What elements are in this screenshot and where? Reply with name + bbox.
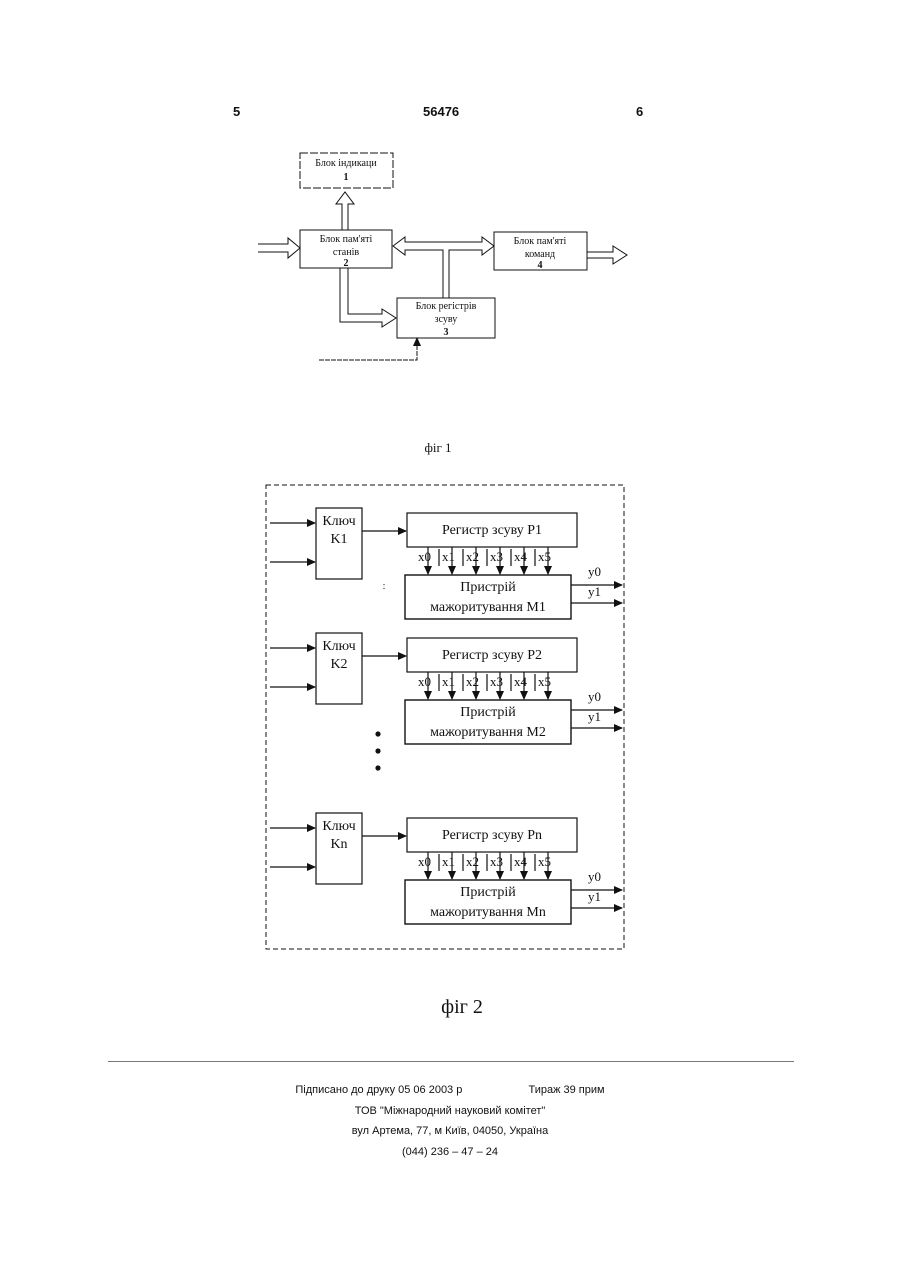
shift-register-label: Регистр зсуву P1 <box>442 523 542 538</box>
register-output-label: x2 <box>466 674 479 689</box>
footer-company: ТОВ "Міжнародний науковий комітет" <box>0 1105 900 1117</box>
key-id: K2 <box>330 657 347 672</box>
majority-output-label: y1 <box>588 889 601 904</box>
block-2-label: Блок пам'яті <box>320 234 373 245</box>
figure-2-caption: фіг 2 <box>441 996 483 1018</box>
bus-arrow-2-to-1 <box>336 192 354 230</box>
register-output-label: x5 <box>538 674 551 689</box>
majority-output-label: y0 <box>588 689 601 704</box>
figure-1-caption: фіг 1 <box>424 440 451 455</box>
majority-label: Пристрій <box>460 580 516 595</box>
ellipsis-dot <box>375 731 380 736</box>
figure-1 <box>258 153 627 360</box>
bus-arrow-2-4 <box>393 237 494 298</box>
figure-1-labels: Блок індикаци 1 Блок пам'яті станів 2 Бл… <box>315 158 566 338</box>
footer-line-1: Підписано до друку 05 06 2003 р Тираж 39… <box>0 1084 900 1096</box>
block-1-label: Блок індикаци <box>315 158 377 169</box>
register-output-label: x0 <box>418 854 431 869</box>
register-output-label: x3 <box>490 854 503 869</box>
majority-output-label: y0 <box>588 564 601 579</box>
footer-address: вул Артема, 77, м Київ, 04050, Україна <box>0 1125 900 1137</box>
block-2-number: 2 <box>344 258 349 269</box>
majority-output-label: y1 <box>588 584 601 599</box>
register-output-label: x2 <box>466 854 479 869</box>
bus-arrow-output-4 <box>587 246 627 264</box>
register-output-label: x1 <box>442 674 455 689</box>
input-line-3 <box>319 338 417 360</box>
register-output-label: x4 <box>514 549 528 564</box>
register-output-label: x5 <box>538 854 551 869</box>
block-4-label: Блок пам'яті <box>514 236 567 247</box>
key-id: Kn <box>330 837 347 852</box>
majority-id: мажоритування M2 <box>430 725 546 740</box>
bus-arrow-2-to-3 <box>340 268 396 327</box>
block-3-label: Блок регістрів <box>416 301 477 312</box>
register-output-label: x4 <box>514 854 528 869</box>
key-label: Ключ <box>322 639 355 654</box>
register-output-label: x1 <box>442 854 455 869</box>
footer-signed: Підписано до друку 05 06 2003 р <box>295 1084 462 1096</box>
block-4-number: 4 <box>538 260 543 271</box>
majority-id: мажоритування Mn <box>430 905 546 920</box>
register-output-label: x1 <box>442 549 455 564</box>
register-output-label: x4 <box>514 674 528 689</box>
register-output-label: x0 <box>418 549 431 564</box>
block-3-sublabel: зсуву <box>435 314 458 325</box>
figure-2-rows: КлючK1Регистр зсуву P1x0x1x2x3x4x5Пристр… <box>270 508 622 924</box>
register-output-label: x3 <box>490 549 503 564</box>
footer-circulation: Тираж 39 прим <box>528 1084 604 1096</box>
stray-mark: : <box>383 581 386 592</box>
shift-register-label: Регистр зсуву Pn <box>442 828 542 843</box>
block-2-sublabel: станів <box>333 247 359 258</box>
register-output-label: x5 <box>538 549 551 564</box>
patent-figures: Блок індикаци 1 Блок пам'яті станів 2 Бл… <box>0 0 900 1060</box>
footer-divider <box>108 1061 794 1062</box>
block-1-number: 1 <box>344 172 349 183</box>
majority-output-label: y0 <box>588 869 601 884</box>
key-id: K1 <box>330 532 347 547</box>
bus-arrow-input-2 <box>258 238 300 258</box>
majority-output-label: y1 <box>588 709 601 724</box>
majority-label: Пристрій <box>460 885 516 900</box>
majority-id: мажоритування M1 <box>430 600 546 615</box>
block-4-sublabel: команд <box>525 249 555 260</box>
register-output-label: x2 <box>466 549 479 564</box>
key-label: Ключ <box>322 819 355 834</box>
ellipsis-dot <box>375 748 380 753</box>
footer-phone: (044) 236 – 47 – 24 <box>0 1146 900 1158</box>
key-label: Ключ <box>322 514 355 529</box>
block-3-number: 3 <box>444 327 449 338</box>
register-output-label: x3 <box>490 674 503 689</box>
majority-label: Пристрій <box>460 705 516 720</box>
ellipsis-dot <box>375 765 380 770</box>
register-output-label: x0 <box>418 674 431 689</box>
shift-register-label: Регистр зсуву P2 <box>442 648 542 663</box>
